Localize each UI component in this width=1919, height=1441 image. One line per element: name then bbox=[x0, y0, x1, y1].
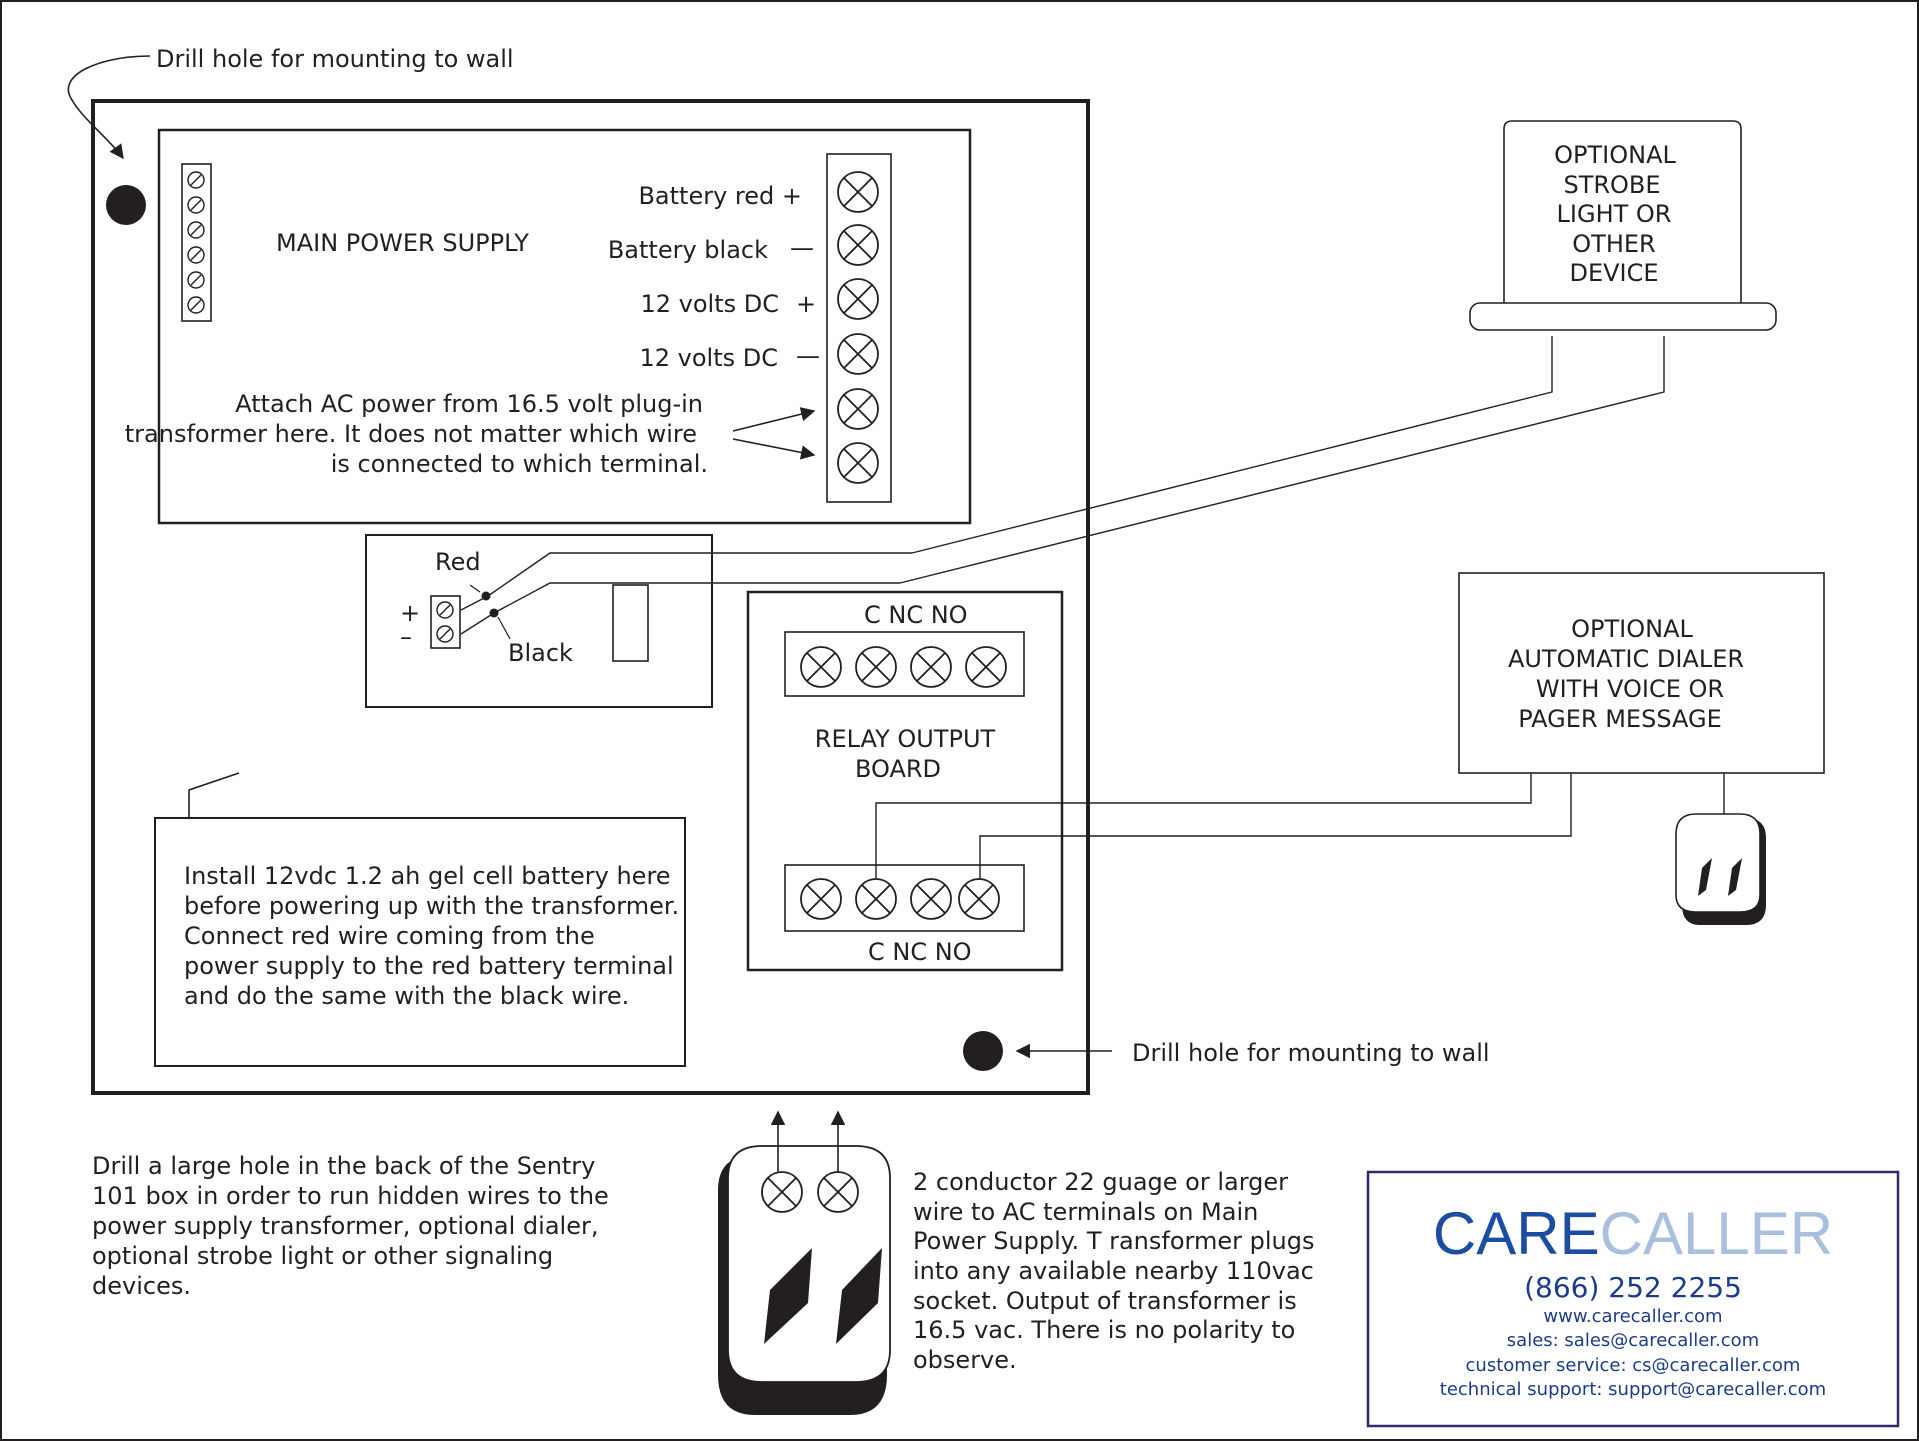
battery-note-line-4: power supply to the red battery terminal bbox=[184, 952, 674, 980]
minus-sign: — bbox=[796, 342, 820, 370]
relay-board-title-1: RELAY OUTPUT bbox=[815, 725, 996, 753]
dialer-box bbox=[1458, 572, 1825, 774]
relay-bottom-terminal-labels: C NC NO bbox=[868, 938, 972, 966]
main-terminal-screws bbox=[837, 171, 879, 484]
dialer-line-3: WITH VOICE OR bbox=[1536, 675, 1724, 703]
red-wire bbox=[460, 552, 912, 611]
black-wire-label: Black bbox=[508, 639, 573, 667]
red-wire-label: Red bbox=[435, 548, 481, 576]
transformer-note-line-3: Power Supply. T ransformer plugs bbox=[913, 1227, 1314, 1255]
back-hole-note-line-1: Drill a large hole in the back of the Se… bbox=[92, 1152, 595, 1180]
small-terminal-screws bbox=[187, 171, 205, 314]
battery-plus-sign: + bbox=[400, 599, 420, 627]
strobe-line-2: STROBE bbox=[1563, 171, 1660, 199]
transformer-note-line-4: into any available nearby 110vac bbox=[913, 1257, 1314, 1285]
black-wire bbox=[460, 582, 900, 635]
plus-sign: + bbox=[796, 290, 816, 318]
battery-note-line-1: Install 12vdc 1.2 ah gel cell battery he… bbox=[184, 862, 671, 890]
back-hole-note-line-3: power supply transformer, optional diale… bbox=[92, 1212, 598, 1240]
drill-top-label: Drill hole for mounting to wall bbox=[156, 45, 514, 73]
relay-component bbox=[612, 584, 649, 662]
red-label-leader bbox=[469, 584, 481, 593]
strobe-wire-2 bbox=[899, 336, 1665, 584]
contact-phone: (866) 252 2255 bbox=[1524, 1271, 1742, 1304]
relay-bottom-terminal-block bbox=[784, 864, 1025, 932]
small-terminal-strip bbox=[181, 163, 212, 322]
transformer-note-line-1: 2 conductor 22 guage or larger bbox=[913, 1168, 1288, 1196]
strobe-line-1: OPTIONAL bbox=[1554, 141, 1676, 169]
transformer-note-line-2: wire to AC terminals on Main bbox=[913, 1198, 1258, 1226]
main-terminal-block bbox=[826, 153, 892, 503]
red-wire-junction bbox=[481, 591, 491, 601]
black-label-leader bbox=[497, 616, 511, 640]
relay-board-title-2: BOARD bbox=[855, 755, 941, 783]
dialer-line-4: PAGER MESSAGE bbox=[1518, 705, 1722, 733]
ac-note-line-3: is connected to which terminal. bbox=[331, 450, 708, 478]
back-hole-note-line-5: devices. bbox=[92, 1272, 191, 1300]
relay-top-terminal-screws bbox=[800, 646, 1007, 688]
strobe-device-box bbox=[1503, 120, 1742, 303]
ac-note-line-2: transformer here. It does not matter whi… bbox=[125, 420, 697, 448]
minus-sign: — bbox=[790, 234, 814, 262]
contact-customer-service: customer service: cs@carecaller.com bbox=[1466, 1355, 1801, 1376]
battery-terminal-tab bbox=[188, 772, 240, 818]
drill-top-arrow bbox=[67, 55, 151, 160]
main-power-supply-label: MAIN POWER SUPPLY bbox=[276, 229, 529, 257]
main-power-supply-board bbox=[157, 128, 972, 525]
strobe-line-4: OTHER bbox=[1572, 230, 1655, 258]
battery-connector-block bbox=[430, 595, 461, 649]
transformer-note-line-7: observe. bbox=[913, 1346, 1017, 1374]
back-hole-note-line-4: optional strobe light or other signaling bbox=[92, 1242, 553, 1270]
drill-bottom-label: Drill hole for mounting to wall bbox=[1132, 1039, 1490, 1067]
transformer-plug-icon bbox=[718, 1145, 891, 1415]
strobe-line-5: DEVICE bbox=[1569, 259, 1658, 287]
battery-note-line-3: Connect red wire coming from the bbox=[184, 922, 595, 950]
terminal-label-battery-black: Battery black bbox=[608, 236, 768, 264]
dialer-plug-icon bbox=[1675, 813, 1766, 925]
enclosure-box bbox=[91, 99, 1090, 1095]
terminal-label-12v-plus: 12 volts DC bbox=[640, 290, 779, 318]
terminal-label-12v-minus: 12 volts DC bbox=[639, 344, 778, 372]
ac-arrow-upper bbox=[732, 407, 816, 432]
dialer-wire-2 bbox=[979, 773, 1572, 879]
relay-bottom-terminal-screws bbox=[800, 878, 1000, 920]
carecaller-contact-box bbox=[1366, 1170, 1900, 1428]
dialer-line-1: OPTIONAL bbox=[1571, 615, 1693, 643]
contact-website: www.carecaller.com bbox=[1543, 1306, 1722, 1327]
battery-box bbox=[154, 817, 686, 1067]
carecaller-logo: CARECALLER bbox=[1433, 1200, 1833, 1267]
battery-note-line-5: and do the same with the black wire. bbox=[184, 982, 629, 1010]
terminal-label-battery-red: Battery red + bbox=[638, 182, 802, 210]
transformer-note-line-6: 16.5 vac. There is no polarity to bbox=[913, 1316, 1295, 1344]
transformer-note-line-5: socket. Output of transformer is bbox=[913, 1287, 1297, 1315]
dialer-wire-1 bbox=[875, 773, 1532, 879]
strobe-wire-1 bbox=[911, 336, 1553, 554]
dialer-line-2: AUTOMATIC DIALER bbox=[1508, 645, 1744, 673]
contact-tech-support: technical support: support@carecaller.co… bbox=[1440, 1379, 1826, 1400]
mounting-hole-bottom bbox=[963, 1031, 1003, 1071]
strobe-base bbox=[1469, 302, 1777, 331]
battery-minus-sign: – bbox=[400, 623, 412, 651]
back-hole-note-line-2: 101 box in order to run hidden wires to … bbox=[92, 1182, 609, 1210]
relay-top-terminal-labels: C NC NO bbox=[864, 601, 968, 629]
relay-output-board bbox=[746, 590, 1064, 972]
battery-note-line-2: before powering up with the transformer. bbox=[184, 892, 679, 920]
relay-top-terminal-block bbox=[784, 631, 1025, 697]
battery-connector-board bbox=[365, 534, 713, 708]
black-wire-junction bbox=[489, 608, 499, 618]
mounting-hole-top bbox=[106, 185, 146, 225]
ac-arrow-lower bbox=[732, 438, 816, 460]
strobe-line-3: LIGHT OR bbox=[1557, 200, 1672, 228]
ac-note-line-1: Attach AC power from 16.5 volt plug-in bbox=[235, 390, 703, 418]
contact-sales: sales: sales@carecaller.com bbox=[1507, 1330, 1759, 1351]
